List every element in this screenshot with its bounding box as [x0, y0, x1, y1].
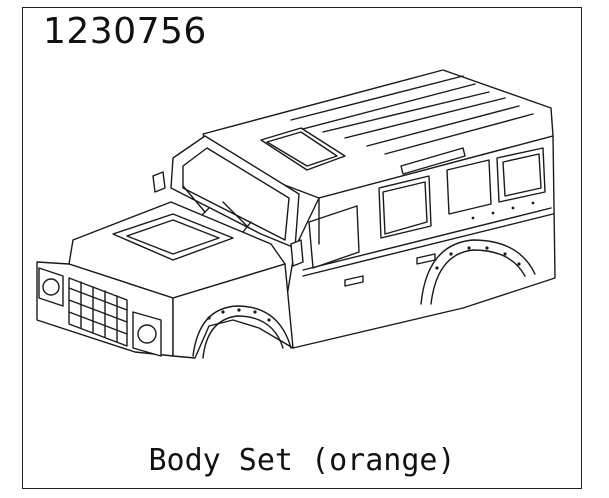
- sunroof: [261, 128, 345, 170]
- roof-ribs: [291, 76, 533, 154]
- headlight-right: [133, 312, 161, 356]
- mirror-left: [153, 172, 165, 192]
- part-number: 1230756: [43, 11, 207, 52]
- part-caption: Body Set (orange): [148, 443, 456, 478]
- side-window-front: [309, 206, 359, 268]
- body-set-illustration: [23, 8, 583, 490]
- arch-rivets: [207, 201, 535, 322]
- hood-bulge: [113, 214, 233, 260]
- side-window-rear-2: [497, 148, 545, 202]
- headlight-left: [39, 268, 63, 306]
- front-fender: [173, 264, 293, 358]
- windshield: [183, 148, 289, 240]
- front-wheel-arch: [193, 306, 291, 356]
- alpine-window: [401, 148, 465, 174]
- mirror-right: [291, 240, 303, 266]
- wiper-right: [223, 202, 251, 232]
- side-window-mid: [379, 176, 431, 238]
- front-grille: [69, 278, 127, 346]
- side-window-rear-1: [447, 160, 491, 214]
- door-handle-front: [345, 276, 363, 286]
- parts-card: 1230756: [22, 7, 582, 489]
- rear-wheel-arch: [421, 240, 535, 304]
